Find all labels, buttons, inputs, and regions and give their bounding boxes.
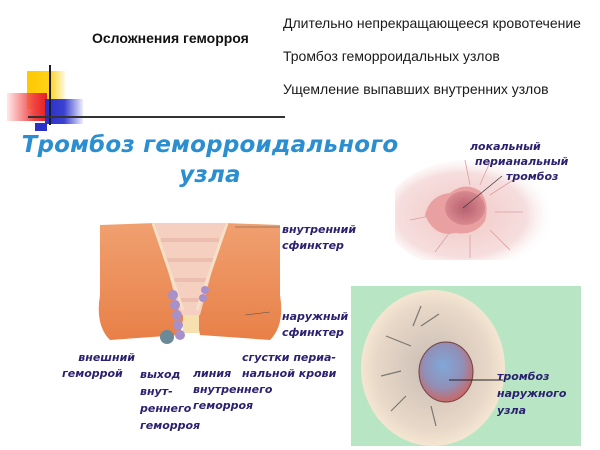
label-internal-exit: выход внут- реннего геморроя xyxy=(140,366,200,434)
label-line: наружный xyxy=(282,310,349,323)
label-line: нальной крови xyxy=(242,367,337,380)
label-line: реннего xyxy=(140,402,192,415)
bullet-list: Длительно непрекращающееся кровотечение … xyxy=(283,15,583,114)
label-clots: сгустки периа- нальной крови xyxy=(242,350,336,382)
label-line: наружного xyxy=(497,387,567,400)
label-line: внут- xyxy=(140,385,173,398)
external-node-thrombosis-illustration xyxy=(361,290,505,446)
label-internal-line: линия внутреннего геморроя xyxy=(193,366,272,414)
label-line: геморрой xyxy=(62,367,123,380)
anal-canal-anatomy-illustration xyxy=(98,222,282,344)
decor-vertical-line xyxy=(49,65,51,125)
label-external-sphincter: наружный сфинктер xyxy=(282,309,348,341)
bullet-item: Ущемление выпавших внутренних узлов xyxy=(283,81,549,97)
label-line: линия xyxy=(193,367,232,380)
label-internal-sphincter: внутренний сфинктер xyxy=(282,222,356,254)
decor-horizontal-line xyxy=(28,116,285,118)
decor-blue-small-block xyxy=(35,123,47,131)
label-line: внешний xyxy=(78,351,135,364)
label-line: узла xyxy=(497,404,527,417)
label-external-node: тромбоз наружного узла xyxy=(497,368,566,419)
label-line: тромбоз xyxy=(506,170,559,183)
figure-title-line2: узла xyxy=(179,162,241,188)
label-line: сфинктер xyxy=(282,326,344,339)
slide-title: Осложнения геморроя xyxy=(92,30,249,46)
label-perianal: локальный xyxy=(470,139,541,155)
decor-blue-block xyxy=(45,99,83,124)
label-line: локальный xyxy=(470,140,541,153)
label-external-hemorrhoid: внешний xyxy=(75,350,135,366)
label-perianal-2: перианальный xyxy=(475,154,568,170)
bullet-item: Длительно непрекращающееся кровотечение xyxy=(283,15,581,31)
bullet-item: Тромбоз геморроидальных узлов xyxy=(283,48,500,64)
label-line: перианальный xyxy=(475,155,569,168)
label-line: внутренний xyxy=(282,223,357,236)
label-line: тромбоз xyxy=(497,370,550,383)
label-line: выход xyxy=(140,368,181,381)
label-line: геморроя xyxy=(140,419,201,432)
figure-title-line1: Тромбоз геморроидального xyxy=(21,132,399,158)
perianal-thrombosis-illustration xyxy=(395,159,555,260)
label-line: сгустки периа- xyxy=(242,351,336,364)
label-line: сфинктер xyxy=(282,239,344,252)
figure-title: Тромбоз геморроидального узла xyxy=(0,130,420,190)
label-line: геморроя xyxy=(193,399,254,412)
label-line: внутреннего xyxy=(193,383,273,396)
label-perianal-3: тромбоз xyxy=(506,169,558,185)
label-external-hemorrhoid-2: геморрой xyxy=(62,366,123,382)
